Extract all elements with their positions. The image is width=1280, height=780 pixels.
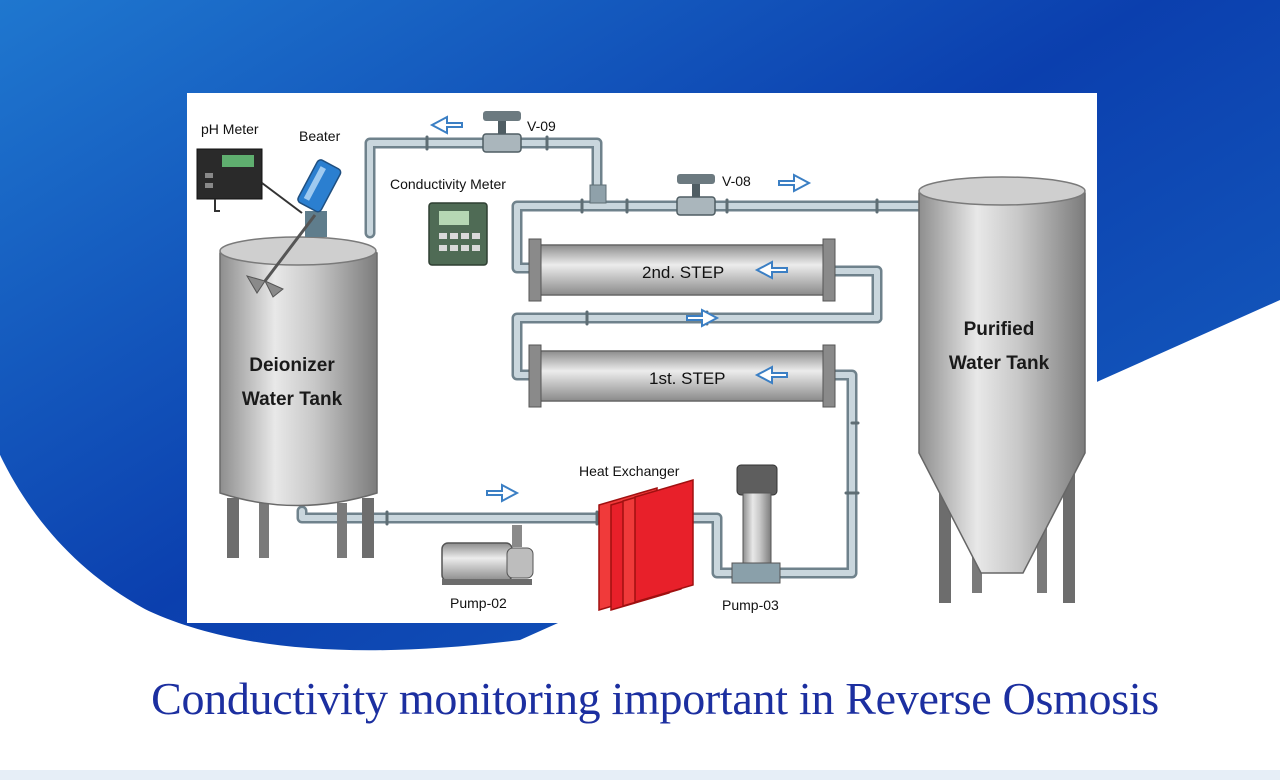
pump-03-label: Pump-03 — [722, 597, 779, 613]
membrane-1st-step: 1st. STEP — [528, 344, 836, 408]
pump-02-label: Pump-02 — [450, 595, 507, 611]
reverse-osmosis-diagram: Deionizer Water Tank Beater pH Meter V-0… — [196, 111, 1086, 613]
conductivity-meter: Conductivity Meter — [390, 176, 506, 266]
beater-label: Beater — [299, 128, 341, 144]
deionizer-label-line2: Water Tank — [242, 389, 343, 410]
arrow-right-bottom — [486, 483, 520, 503]
heat-exchanger-label: Heat Exchanger — [579, 463, 680, 479]
step1-label: 1st. STEP — [649, 369, 726, 388]
purified-water-tank: Purified Water Tank — [918, 176, 1086, 603]
arrow-right-middle — [686, 308, 720, 328]
conductivity-meter-label: Conductivity Meter — [390, 176, 506, 192]
page-caption: Conductivity monitoring important in Rev… — [151, 673, 1159, 724]
deionizer-label-line1: Deionizer — [249, 355, 335, 376]
valve-v09-label: V-09 — [527, 118, 556, 134]
arrow-right-v08 — [778, 173, 812, 193]
purified-label-line2: Water Tank — [949, 353, 1050, 374]
ph-meter: pH Meter — [196, 121, 303, 214]
purified-label-line1: Purified — [964, 319, 1035, 340]
pipe-tee-junction — [589, 184, 607, 204]
pump-02: Pump-02 — [441, 525, 534, 611]
ph-meter-label: pH Meter — [201, 121, 259, 137]
valve-v08-label: V-08 — [722, 173, 751, 189]
arrow-left-step2 — [754, 260, 788, 280]
pump-03: Pump-03 — [722, 464, 781, 613]
flow-arrows — [429, 115, 812, 503]
beater-mixer: Beater — [245, 128, 342, 298]
diagram-panel: Deionizer Water Tank Beater pH Meter V-0… — [187, 93, 1097, 623]
heat-exchanger: Heat Exchanger — [579, 463, 694, 612]
valve-v09: V-09 — [482, 111, 556, 153]
arrow-left-step1 — [754, 365, 788, 385]
valve-v08: V-08 — [676, 173, 751, 216]
deionizer-tank: Deionizer Water Tank — [219, 236, 378, 558]
step2-label: 2nd. STEP — [642, 263, 724, 282]
membrane-2nd-step: 2nd. STEP — [528, 238, 836, 302]
arrow-left-v09 — [429, 115, 463, 135]
